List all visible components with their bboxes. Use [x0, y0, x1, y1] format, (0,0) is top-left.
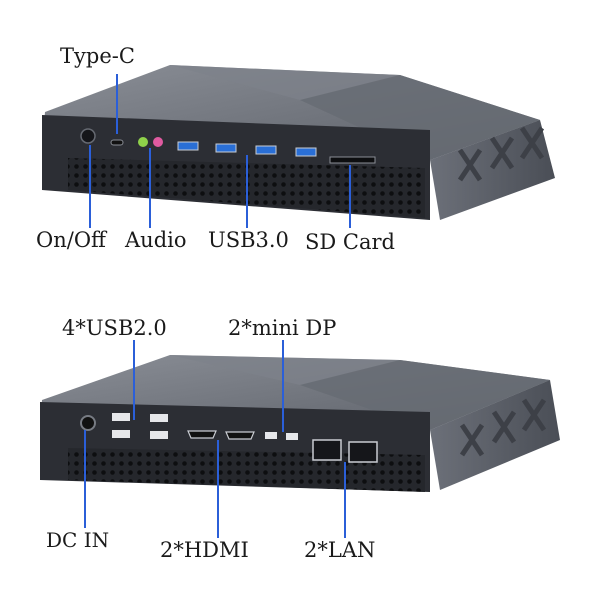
usb2-port-3-icon: [150, 414, 168, 422]
usb2-port-4-icon: [150, 431, 168, 439]
front-callout-lines: [89, 74, 351, 228]
lan-port-2-icon: [348, 441, 378, 463]
dc-in-port-icon: [80, 415, 96, 431]
power-button-icon: [80, 128, 96, 144]
usb3-port-3-icon: [255, 145, 277, 155]
sd-card-slot-icon: [329, 156, 376, 164]
lan-label: 2*LAN: [304, 538, 376, 562]
dc-in-label: DC IN: [46, 528, 110, 552]
mini-dp-port-1-icon: [265, 432, 277, 439]
mini-dp-port-2-icon: [286, 433, 298, 440]
x-pattern-decoration: [457, 126, 545, 182]
usb2-port-1-icon: [112, 413, 130, 421]
front-device-side: [430, 120, 555, 220]
usb3-port-4-icon: [295, 147, 317, 157]
usb2-label: 4*USB2.0: [62, 316, 167, 340]
usb3-label: USB3.0: [208, 228, 289, 252]
hdmi-label: 2*HDMI: [160, 538, 249, 562]
lan-port-1-icon: [312, 439, 342, 461]
hdmi-port-2-icon: [225, 431, 255, 440]
hdmi-port-1-icon: [187, 430, 217, 439]
usb2-port-2-icon: [112, 430, 130, 438]
type-c-label: Type-C: [60, 44, 135, 68]
usb3-port-2-icon: [215, 143, 237, 153]
mini-dp-label: 2*mini DP: [228, 316, 337, 340]
type-c-port-icon: [110, 139, 124, 146]
audio-jack-pink-icon: [153, 137, 163, 147]
audio-jack-green-icon: [138, 137, 148, 147]
rear-callout-lines: [84, 340, 346, 538]
front-device: [42, 65, 555, 220]
x-pattern-decoration-rear: [459, 398, 547, 457]
audio-label: Audio: [125, 228, 187, 252]
usb3-port-1-icon: [177, 141, 199, 151]
sd-card-label: SD Card: [305, 230, 395, 254]
rear-device: [40, 355, 560, 492]
on-off-label: On/Off: [36, 228, 106, 252]
